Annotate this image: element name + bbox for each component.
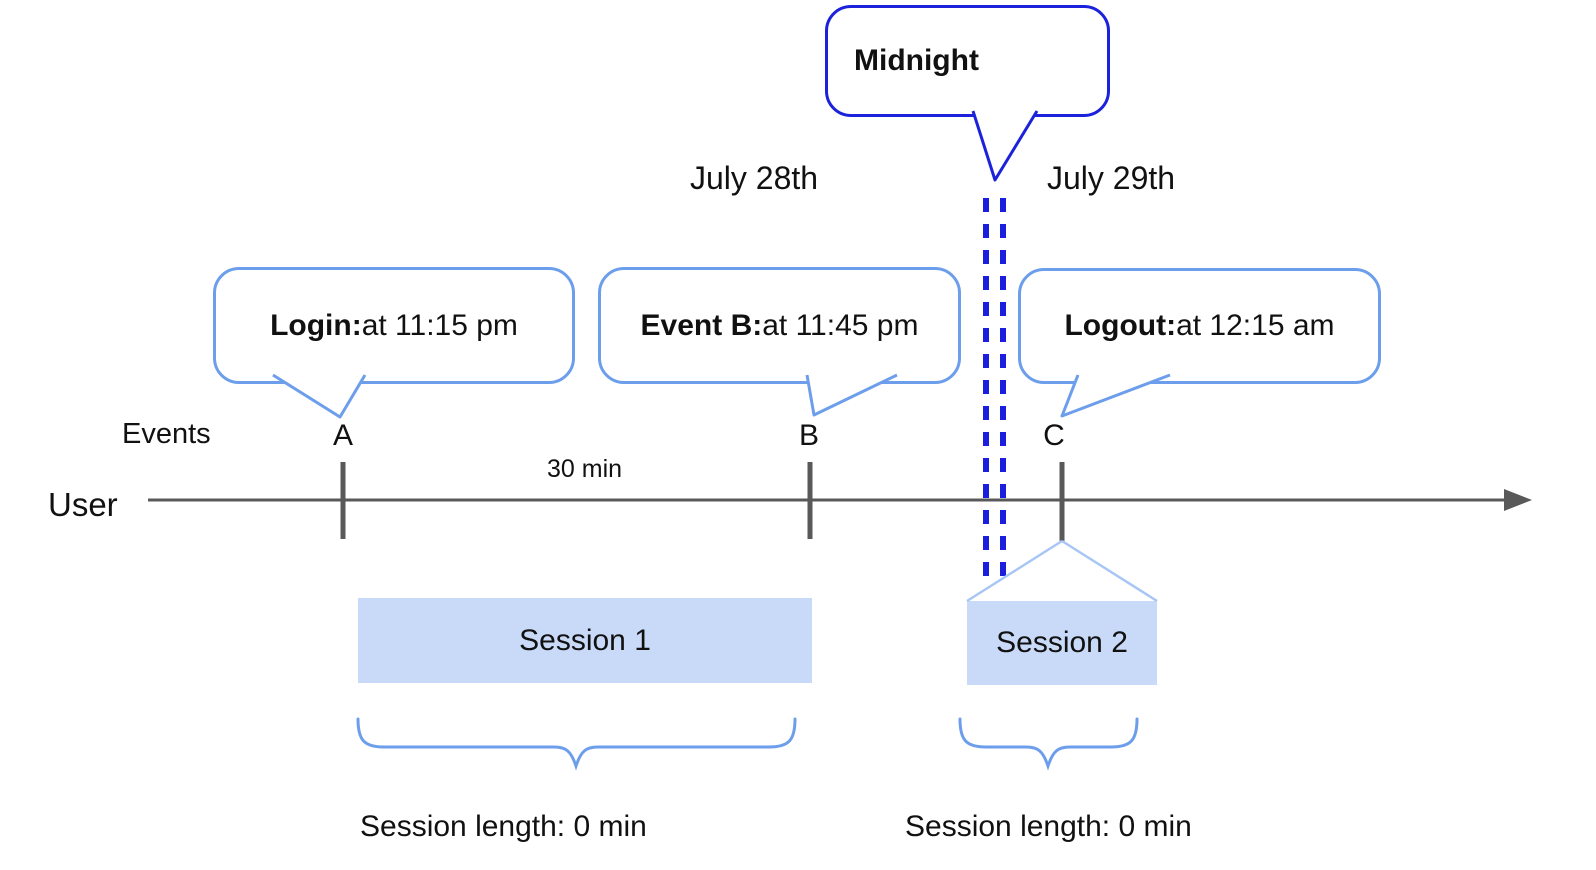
login-callout-title: Login: (270, 308, 362, 342)
midnight-callout: Midnight (825, 5, 1110, 117)
logout-callout-time: at 12:15 am (1176, 309, 1335, 342)
session-2-expand-line-left (966, 539, 1063, 603)
event-marker-b: B (798, 419, 819, 452)
login-callout-time: at 11:15 pm (361, 308, 518, 342)
event-b-callout: Event B: at 11:45 pm (598, 267, 961, 384)
midnight-callout-label: Midnight (854, 44, 979, 77)
logout-callout: Logout: at 12:15 am (1018, 268, 1381, 384)
event-marker-c: C (1043, 419, 1065, 452)
session-2-label: Session 2 (996, 626, 1128, 659)
date-label-july-28: July 28th (690, 160, 819, 196)
interval-label-30min: 30 min (547, 455, 623, 483)
session-1-box: Session 1 (358, 598, 812, 683)
session-2-box: Session 2 (967, 601, 1157, 685)
session-1-label: Session 1 (519, 623, 651, 657)
event-b-callout-title: Event B: (640, 308, 763, 342)
session-2-expand-line-right (1061, 539, 1158, 603)
event-b-callout-time: at 11:45 pm (762, 308, 919, 342)
session-2-brace (958, 717, 1139, 771)
login-callout: Login: at 11:15 pm (213, 267, 575, 384)
event-marker-a: A (332, 419, 353, 452)
session-1-length-label: Session length: 0 min (360, 810, 647, 843)
date-label-july-29: July 29th (1047, 160, 1176, 196)
session-1-brace (356, 717, 797, 771)
midnight-callout-tail (971, 110, 1039, 182)
user-axis-label: User (48, 486, 118, 523)
timeline-arrowhead-icon (1504, 489, 1532, 511)
logout-callout-title: Logout: (1064, 309, 1177, 342)
events-row-label: Events (122, 418, 211, 450)
session-2-length-label: Session length: 0 min (905, 810, 1192, 843)
